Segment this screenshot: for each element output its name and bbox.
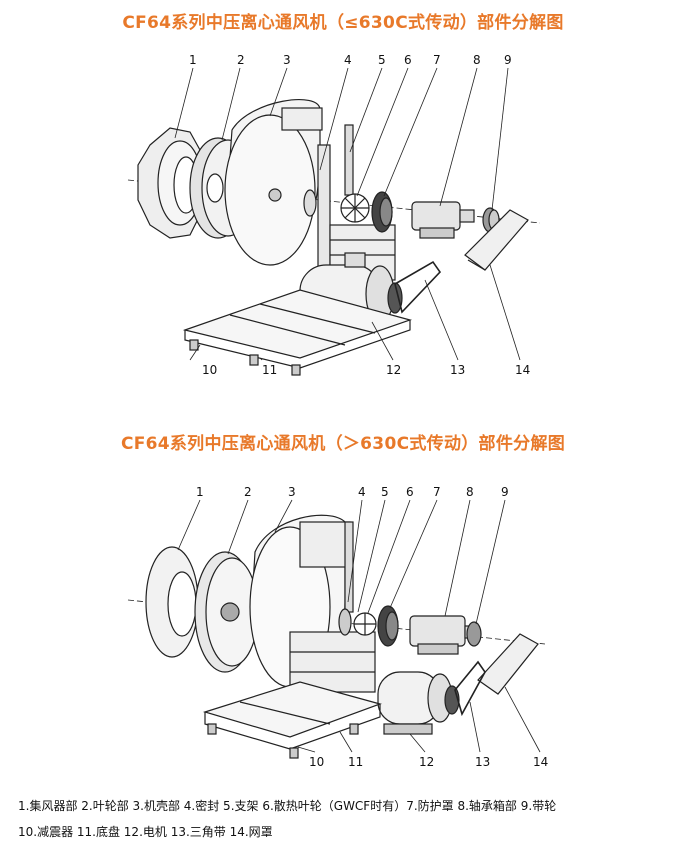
callout-2: 2 xyxy=(237,53,245,67)
part-4-seal xyxy=(338,608,352,636)
diagram-title-bottom: CF64系列中压离心通风机（＞630C式传动）部件分解图 xyxy=(120,434,566,454)
part-9-pulley xyxy=(466,621,482,647)
part-1-inlet xyxy=(145,546,199,658)
part-3-casing xyxy=(224,99,323,266)
part-5-stand xyxy=(289,521,376,693)
callout-13: 13 xyxy=(450,363,465,377)
callout-8: 8 xyxy=(466,485,474,499)
part-11-base xyxy=(202,681,382,750)
part-10-dampers xyxy=(207,723,359,759)
part-6-cooling-wheel xyxy=(340,193,370,223)
callout-11: 11 xyxy=(262,363,277,377)
part-7-guard xyxy=(371,191,393,233)
callout-9: 9 xyxy=(501,485,509,499)
part-10-dampers xyxy=(189,339,301,376)
callout-10: 10 xyxy=(202,363,217,377)
part-12-motor xyxy=(377,671,460,735)
part-6-cooling-wheel xyxy=(353,612,377,636)
callout-6: 6 xyxy=(404,53,412,67)
callout-3: 3 xyxy=(288,485,296,499)
callout-4: 4 xyxy=(358,485,366,499)
parts-legend-line-1: 1.集风器部 2.叶轮部 3.机壳部 4.密封 5.支架 6.散热叶轮（GWCF… xyxy=(18,799,557,813)
part-8-bearing-box xyxy=(411,201,475,239)
part-13-belt xyxy=(454,660,486,717)
exploded-diagram-large-fan: 1 2 3 4 5 6 7 8 9 10 11 12 13 14 xyxy=(127,485,548,769)
callout-1: 1 xyxy=(196,485,204,499)
part-2-impeller xyxy=(194,551,259,673)
part-7-guard xyxy=(377,605,399,647)
diagram-title-top: CF64系列中压离心通风机（≤630C式传动）部件分解图 xyxy=(122,13,564,33)
callout-14: 14 xyxy=(515,363,530,377)
callout-5: 5 xyxy=(381,485,389,499)
part-14-belt-guard xyxy=(464,209,529,271)
parts-legend-line-2: 10.减震器 11.底盘 12.电机 13.三角带 14.网罩 xyxy=(18,825,273,839)
callout-10: 10 xyxy=(309,755,324,769)
callout-8: 8 xyxy=(473,53,481,67)
callout-7: 7 xyxy=(433,53,441,67)
callout-14: 14 xyxy=(533,755,548,769)
callout-6: 6 xyxy=(406,485,414,499)
callout-7: 7 xyxy=(433,485,441,499)
callout-3: 3 xyxy=(283,53,291,67)
part-14-belt-guard xyxy=(477,633,539,695)
callout-2: 2 xyxy=(244,485,252,499)
callout-11: 11 xyxy=(348,755,363,769)
callout-9: 9 xyxy=(504,53,512,67)
callout-12: 12 xyxy=(419,755,434,769)
part-13-belt xyxy=(394,260,442,314)
callout-13: 13 xyxy=(475,755,490,769)
callout-1: 1 xyxy=(189,53,197,67)
callout-4: 4 xyxy=(344,53,352,67)
part-1-inlet-cone xyxy=(137,127,203,239)
callout-5: 5 xyxy=(378,53,386,67)
part-4-seal xyxy=(303,189,317,217)
callout-12: 12 xyxy=(386,363,401,377)
exploded-diagram-small-fan: 1 2 3 4 5 6 7 8 9 10 11 12 13 14 xyxy=(127,53,541,377)
